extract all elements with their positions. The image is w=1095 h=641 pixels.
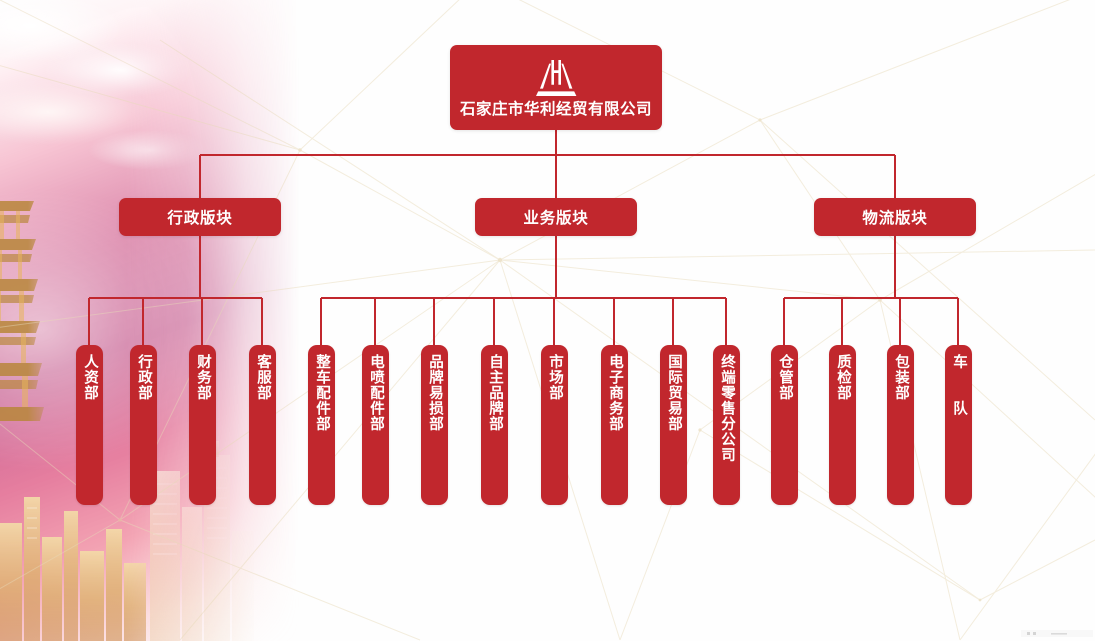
leaf-node-finance[interactable]: 财务部 [189,345,216,505]
viewer-toolbar-remnant[interactable] [1021,629,1093,638]
leaf-label: 财务部 [195,354,212,401]
leaf-label: 品牌易损部 [427,354,444,432]
leaf-node-retail-subsidiary[interactable]: 终端零售分公司 [713,345,740,505]
leaf-label: 电喷配件部 [368,354,385,432]
leaf-label: 人资部 [82,354,99,401]
leaf-node-efi-parts[interactable]: 电喷配件部 [362,345,389,505]
background-cityscape-icon [0,441,254,641]
leaf-label: 车 队 [951,354,968,423]
division-node-administrative[interactable]: 行政版块 [119,198,281,236]
leaf-label: 质检部 [835,354,852,401]
root-node-company[interactable]: 石家庄市华利经贸有限公司 [450,45,662,130]
leaf-node-packaging[interactable]: 包装部 [887,345,914,505]
background-cloud-wisps [0,0,230,210]
background-pagoda-icon [0,201,44,421]
root-node-label: 石家庄市华利经贸有限公司 [459,100,652,118]
leaf-node-vehicle-parts[interactable]: 整车配件部 [308,345,335,505]
leaf-label: 终端零售分公司 [719,354,736,463]
leaf-node-ecommerce[interactable]: 电子商务部 [601,345,628,505]
leaf-label: 整车配件部 [314,354,331,432]
leaf-label: 包装部 [893,354,910,401]
leaf-node-administration[interactable]: 行政部 [130,345,157,505]
leaf-label: 仓管部 [777,354,794,401]
leaf-node-fleet[interactable]: 车 队 [945,345,972,505]
leaf-label: 行政部 [136,354,153,401]
leaf-node-international-trade[interactable]: 国际贸易部 [660,345,687,505]
leaf-label: 电子商务部 [607,354,624,432]
leaf-label: 客服部 [255,354,272,401]
leaf-node-hr[interactable]: 人资部 [76,345,103,505]
leaf-node-own-brand[interactable]: 自主品牌部 [481,345,508,505]
leaf-node-marketing[interactable]: 市场部 [541,345,568,505]
leaf-label: 市场部 [547,354,564,401]
leaf-node-customer-service[interactable]: 客服部 [249,345,276,505]
leaf-node-quality-inspection[interactable]: 质检部 [829,345,856,505]
leaf-node-brand-wear-parts[interactable]: 品牌易损部 [421,345,448,505]
leaf-label: 自主品牌部 [487,354,504,432]
division-node-business[interactable]: 业务版块 [475,198,637,236]
division-label: 物流版块 [862,210,928,227]
leaf-node-warehouse[interactable]: 仓管部 [771,345,798,505]
leaf-label: 国际贸易部 [666,354,683,432]
huali-trapezoid-logo-icon [536,59,577,96]
division-label: 行政版块 [167,210,233,227]
division-node-logistics[interactable]: 物流版块 [814,198,976,236]
division-label: 业务版块 [523,210,589,227]
